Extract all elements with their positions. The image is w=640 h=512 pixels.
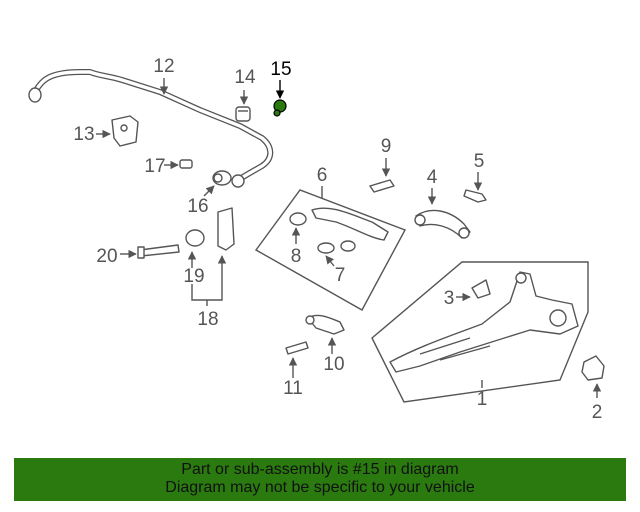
callout-1: 1 bbox=[477, 389, 488, 410]
callout-9: 9 bbox=[381, 136, 392, 157]
callout-2: 2 bbox=[592, 402, 603, 423]
bushing-16[interactable] bbox=[212, 170, 232, 186]
callout-5: 5 bbox=[474, 151, 485, 172]
callout-16: 16 bbox=[187, 196, 208, 217]
stabilizer-bar[interactable] bbox=[28, 69, 274, 188]
callout-6: 6 bbox=[317, 165, 328, 186]
leader-7 bbox=[325, 255, 335, 267]
callout-12: 12 bbox=[153, 56, 174, 77]
control-arm-4[interactable] bbox=[414, 209, 471, 239]
callout-11: 11 bbox=[283, 378, 303, 399]
bolt-17[interactable] bbox=[179, 159, 193, 169]
banner-line-1: Part or sub-assembly is #15 in diagram bbox=[181, 461, 459, 478]
stabilizer-bracket[interactable] bbox=[111, 115, 139, 147]
arm-10[interactable] bbox=[305, 314, 345, 335]
callout-20: 20 bbox=[96, 246, 117, 267]
upper-arm-kit[interactable] bbox=[254, 189, 406, 311]
callout-13: 13 bbox=[73, 124, 94, 145]
stabilizer-bushing[interactable] bbox=[235, 106, 251, 122]
bolt-5[interactable] bbox=[463, 189, 487, 203]
callout-14: 14 bbox=[234, 67, 256, 88]
callout-17: 17 bbox=[144, 156, 165, 177]
callout-19: 19 bbox=[183, 266, 204, 287]
banner-line-2: Diagram may not be specific to your vehi… bbox=[165, 479, 475, 496]
callout-10: 10 bbox=[323, 354, 344, 375]
callout-15: 15 bbox=[270, 59, 291, 80]
bolt-20[interactable] bbox=[137, 244, 180, 259]
bracket-18[interactable] bbox=[217, 207, 235, 251]
callout-8: 8 bbox=[291, 246, 302, 267]
leader-16 bbox=[203, 185, 215, 197]
callout-4: 4 bbox=[427, 167, 438, 188]
highlighted-part-15[interactable] bbox=[273, 99, 287, 117]
bolt-9[interactable] bbox=[369, 179, 395, 193]
trailing-arm-assembly[interactable] bbox=[371, 261, 589, 403]
callout-3: 3 bbox=[444, 288, 455, 309]
callout-7: 7 bbox=[335, 265, 346, 286]
info-banner: Part or sub-assembly is #15 in diagram D… bbox=[14, 458, 626, 501]
bracket-2[interactable] bbox=[581, 355, 605, 381]
bracket-3[interactable] bbox=[471, 279, 491, 299]
callout-18: 18 bbox=[197, 309, 218, 330]
bushing-19[interactable] bbox=[185, 229, 205, 247]
bolt-11[interactable] bbox=[285, 341, 309, 355]
